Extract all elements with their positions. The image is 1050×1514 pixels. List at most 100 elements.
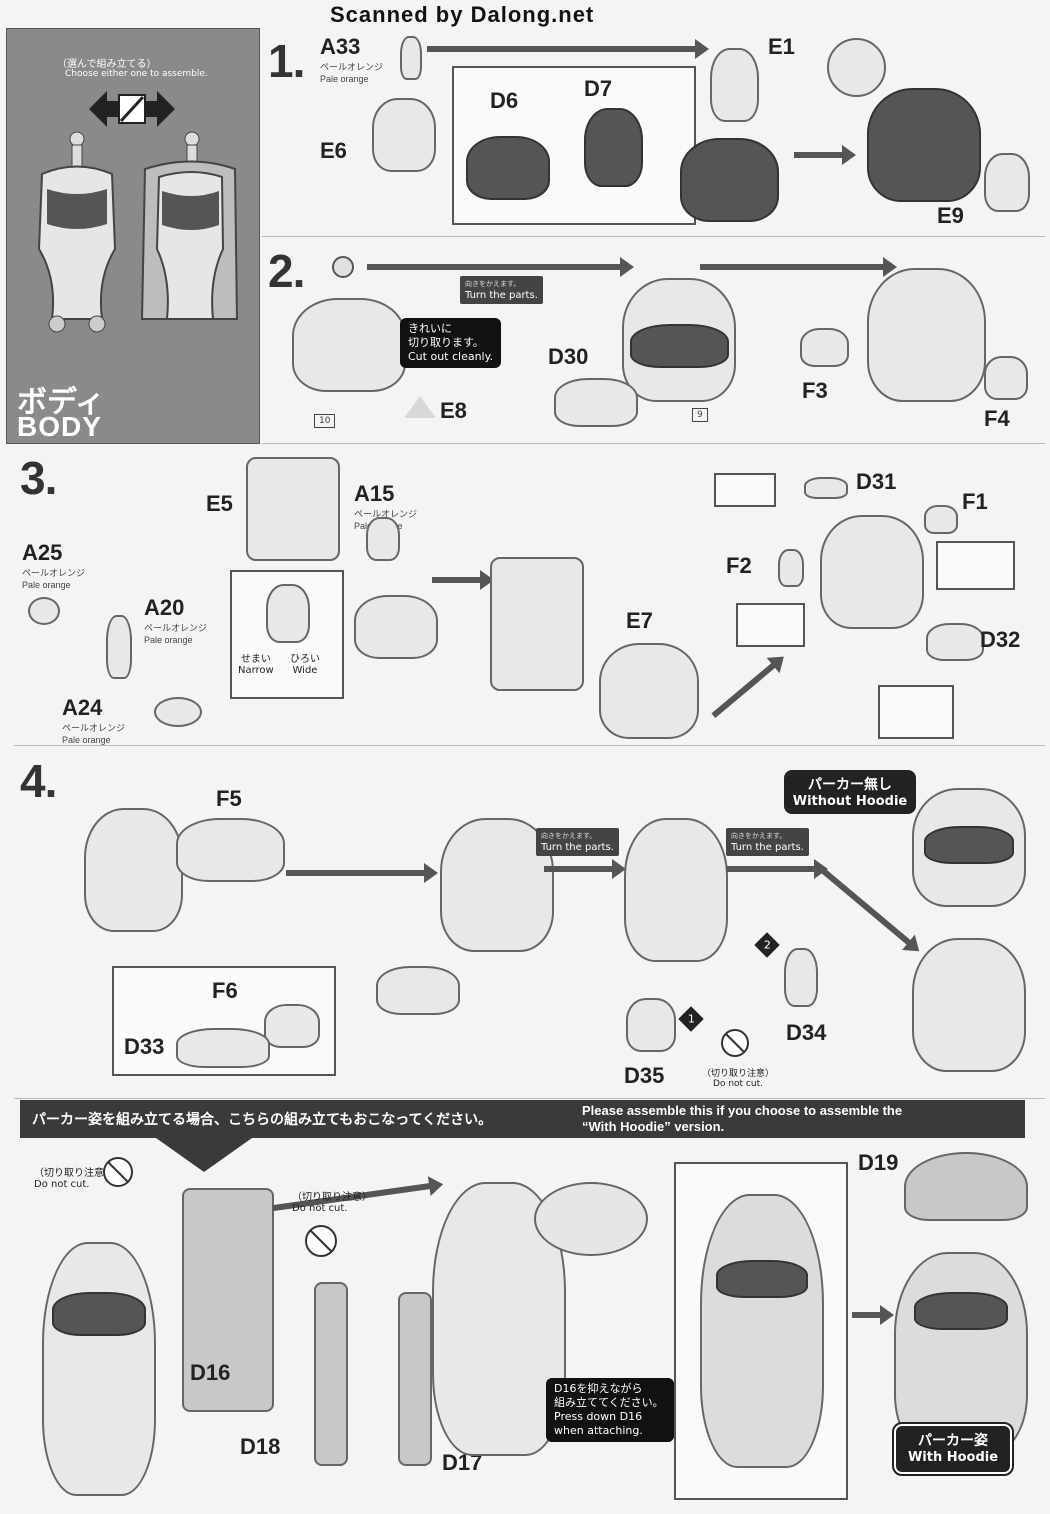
cut-jp-1: きれいに <box>408 322 452 335</box>
part-e7-label: E7 <box>626 608 653 633</box>
donotcut2-jp: （切り取り注意） <box>292 1192 372 1203</box>
assembly-arrow <box>427 39 709 59</box>
banner-en-wrap: Please assemble this if you choose to as… <box>582 1103 902 1135</box>
part-a15 <box>366 517 400 561</box>
hoodie-back-d16 <box>182 1188 274 1412</box>
no-cut-icon <box>720 1028 750 1062</box>
step-2-number: 2. <box>268 245 305 297</box>
bra-result <box>716 1260 808 1298</box>
step-4-number: 4. <box>20 755 57 807</box>
donotcut1-en: Do not cut. <box>34 1179 90 1190</box>
assembly-arrow <box>700 257 897 277</box>
part-a24-label: A24 ペールオレンジ Pale orange <box>62 695 125 745</box>
part-f6-label: F6 <box>212 978 238 1003</box>
part-a25-label: A25 ペールオレンジ Pale orange <box>22 540 85 590</box>
a25-color-jp: ペールオレンジ <box>22 568 86 578</box>
detail-f6-box: F6 D33 <box>112 966 336 1076</box>
bra-part-d30 <box>630 324 729 368</box>
a24-color-jp: ペールオレンジ <box>62 723 126 733</box>
neck-ball-icon <box>332 256 354 278</box>
without-hoodie-en: Without Hoodie <box>792 794 908 809</box>
press-jp-1: D16を抑えながら <box>554 1382 643 1395</box>
part-a20-id: A20 <box>144 595 185 620</box>
ref-page-9: 9 <box>692 408 708 422</box>
a33-color-en: Pale orange <box>320 74 369 84</box>
order-marker-2: 2 <box>754 932 780 958</box>
detail-d31 <box>714 473 776 507</box>
step-1-panel: 1. A33 ペールオレンジ Pale orange E6 D6 D7 E1 E… <box>262 28 1045 237</box>
neck-joint-part <box>400 36 422 80</box>
turn-parts-note-3: 向きをかえます。 Turn the parts. <box>726 828 809 856</box>
press-en-1: Press down D16 <box>554 1410 643 1423</box>
part-d7-label: D7 <box>584 76 613 101</box>
hip-cover-piece <box>376 966 460 1015</box>
part-f4 <box>984 356 1028 400</box>
bra-final <box>924 826 1014 864</box>
double-arrow-icon <box>89 87 175 135</box>
assembly-arrow <box>367 257 634 277</box>
lower-body-final <box>912 938 1026 1072</box>
part-f2-label: F2 <box>726 553 752 578</box>
part-a24-id: A24 <box>62 695 103 720</box>
assembly-arrow <box>726 859 828 879</box>
hip-frame-e5 <box>246 457 340 561</box>
joint-detail <box>266 584 310 643</box>
choose-caption-en: Choose either one to assemble. <box>65 69 208 79</box>
part-d31 <box>804 477 848 499</box>
press-en-2: when attaching. <box>554 1424 643 1437</box>
turn2-en: Turn the parts. <box>731 842 804 853</box>
banner-en-2: “With Hoodie” version. <box>582 1119 725 1134</box>
part-d16-label: D16 <box>190 1360 231 1385</box>
bust-part <box>292 298 406 392</box>
turn-note-en: Turn the parts. <box>465 290 538 301</box>
neck-part-e6 <box>372 98 436 172</box>
part-e8-label: E8 <box>440 398 467 423</box>
bra-final-hoodie <box>914 1292 1008 1330</box>
part-f5-label: F5 <box>216 786 242 811</box>
part-a15-id: A15 <box>354 481 395 506</box>
part-d35-label: D35 <box>624 1063 665 1088</box>
part-f4-label: F4 <box>984 406 1010 431</box>
a15-color-jp: ペールオレンジ <box>354 509 418 519</box>
no-cut-icon <box>304 1224 338 1262</box>
cut-en: Cut out cleanly. <box>408 350 494 363</box>
cut-jp-2: 切り取ります。 <box>408 336 484 349</box>
narrow-jp: せまい <box>240 654 271 665</box>
part-e1-label: E1 <box>768 34 795 60</box>
narrow-label: せまい Narrow <box>238 650 274 676</box>
thumb-hand <box>534 1182 648 1256</box>
step-2-panel: 2. 向きをかえます。 Turn the parts. きれいに 切り取ります。… <box>262 238 1045 444</box>
a24-color-en: Pale orange <box>62 735 111 745</box>
assembly-arrow <box>794 145 856 165</box>
with-hoodie-badge: パーカー姿 With Hoodie <box>892 1422 1014 1476</box>
detail-box: D6 D7 <box>452 66 696 225</box>
hip-frame-assembled <box>490 557 584 691</box>
step-1-number: 1. <box>268 35 305 87</box>
wide-en: Wide <box>292 665 318 676</box>
do-not-cut-caption-2: （切り取り注意） Do not cut. <box>292 1188 372 1214</box>
part-f3-label: F3 <box>802 378 828 403</box>
torso-chest-assembled <box>867 268 986 402</box>
part-e6-label: E6 <box>320 138 347 163</box>
part-e1 <box>827 38 886 97</box>
part-f5 <box>176 818 285 882</box>
press-down-callout: D16を抑えながら 組み立ててください。 Press down D16 when… <box>546 1378 674 1442</box>
ref-page-10-text: 10 <box>319 416 331 426</box>
waist-cover-e7 <box>599 643 699 739</box>
narrow-en: Narrow <box>238 665 274 676</box>
part-a24 <box>154 697 202 727</box>
part-a33-id: A33 <box>320 34 361 59</box>
step-3-number: 3. <box>20 452 57 504</box>
scan-credit: Scanned by Dalong.net <box>330 2 595 27</box>
order-marker-1: 1 <box>678 1006 704 1032</box>
part-d32 <box>926 623 984 661</box>
hoodie-side-d17 <box>398 1292 432 1466</box>
hood-d19 <box>904 1152 1028 1221</box>
no-cut-icon <box>102 1156 134 1192</box>
body-sidebar: （選んで組み立てる） Choose either one to assemble… <box>6 28 260 444</box>
press-jp-2: 組み立ててください。 <box>554 1396 664 1409</box>
torso-hoodie-assembled <box>700 1194 824 1468</box>
with-hoodie-en: With Hoodie <box>907 1450 999 1465</box>
bra-on-torso <box>52 1292 146 1336</box>
torso-figure <box>42 1242 156 1496</box>
